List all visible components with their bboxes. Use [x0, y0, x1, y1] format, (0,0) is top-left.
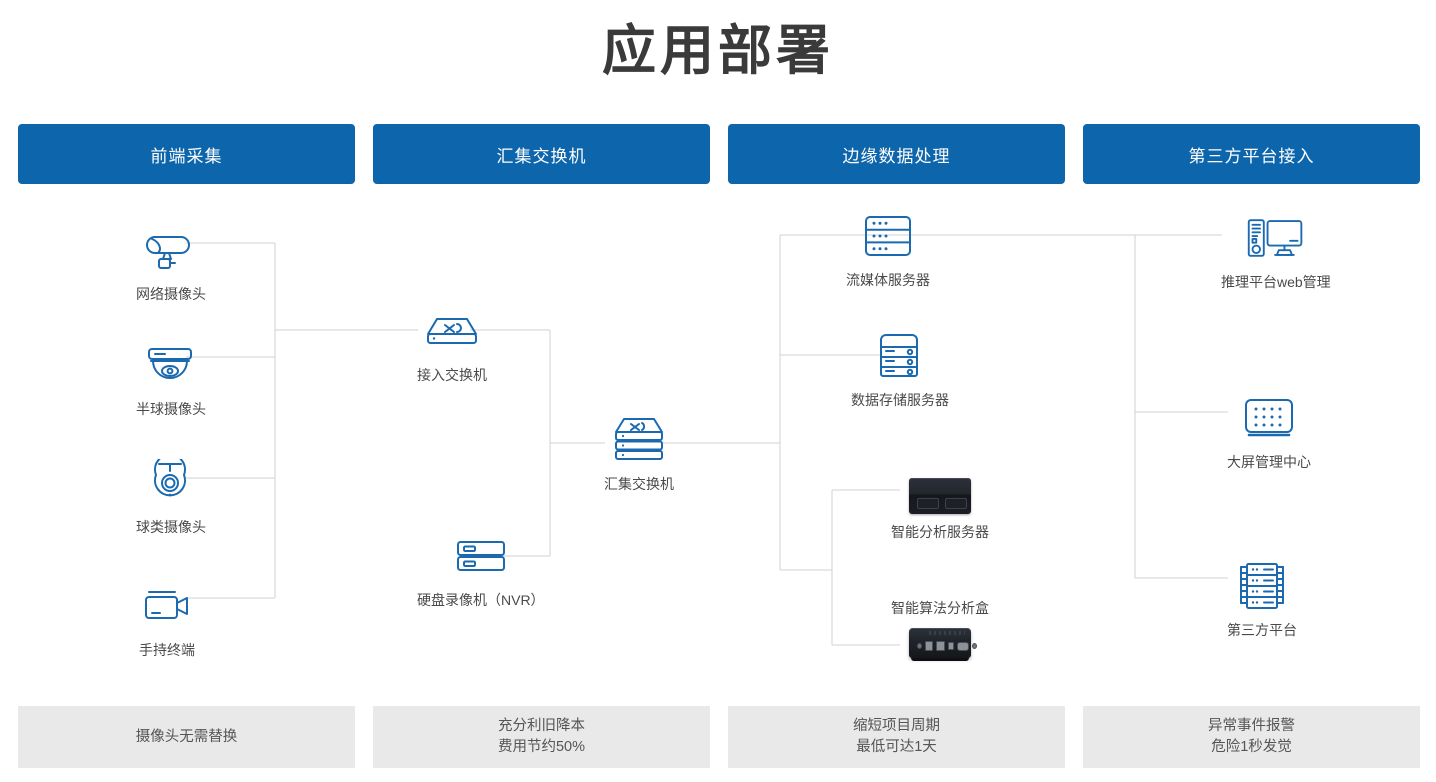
footer-line: 危险1秒发觉	[1211, 739, 1292, 755]
node-label: 手持终端	[139, 642, 195, 658]
ai-analysis-box-photo	[909, 624, 977, 662]
ai-rack-server-photo	[909, 476, 971, 516]
node-label: 硬盘录像机（NVR）	[417, 592, 545, 608]
ptz-camera-icon	[140, 455, 202, 511]
column-header-edge-data-processing[interactable]: 边缘数据处理	[728, 124, 1065, 184]
footer-line: 异常事件报警	[1208, 718, 1295, 734]
node-network-camera[interactable]: 网络摄像头	[136, 222, 206, 304]
node-ai-algorithm-box[interactable]: 智能算法分析盒	[891, 598, 989, 662]
node-ptz-camera[interactable]: 球类摄像头	[136, 455, 206, 537]
footer-line: 缩短项目周期	[853, 718, 940, 734]
node-dome-camera[interactable]: 半球摄像头	[136, 337, 206, 419]
footer-benefit-aggregation-switch: 充分利旧降本 费用节约50%	[373, 706, 710, 768]
node-third-party-platform[interactable]: 第三方平台	[1227, 558, 1297, 640]
column-header-aggregation-switch[interactable]: 汇集交换机	[373, 124, 710, 184]
node-label: 流媒体服务器	[846, 272, 930, 288]
footer-benefit-edge-data-processing: 缩短项目周期 最低可达1天	[728, 706, 1065, 768]
storage-server-icon	[869, 328, 931, 384]
bullet-camera-icon	[140, 222, 202, 278]
footer-benefit-third-party-platform: 异常事件报警 危险1秒发觉	[1083, 706, 1420, 768]
node-label: 第三方平台	[1227, 622, 1297, 638]
workstation-monitor-icon	[1245, 210, 1307, 266]
dome-camera-icon	[140, 337, 202, 393]
column-header-front-end-collection[interactable]: 前端采集	[18, 124, 355, 184]
nvr-icon	[450, 528, 512, 584]
footer-line: 充分利旧降本	[498, 718, 585, 734]
handheld-camcorder-icon	[136, 578, 198, 634]
node-label: 智能分析服务器	[891, 524, 989, 540]
node-label: 数据存储服务器	[851, 392, 949, 408]
node-large-screen-control-center[interactable]: 大屏管理中心	[1227, 390, 1311, 472]
node-label: 接入交换机	[417, 367, 487, 383]
node-streaming-server[interactable]: 流媒体服务器	[846, 208, 930, 290]
node-label: 球类摄像头	[136, 519, 206, 535]
page-title: 应用部署	[602, 21, 834, 81]
node-access-switch[interactable]: 接入交换机	[417, 303, 487, 385]
streaming-server-icon	[857, 208, 919, 264]
aggregation-switch-icon	[608, 412, 670, 468]
node-label: 网络摄像头	[136, 286, 206, 302]
node-inference-platform-web-admin[interactable]: 推理平台web管理	[1221, 210, 1331, 292]
node-ai-analysis-server[interactable]: 智能分析服务器	[891, 476, 989, 542]
led-wall-icon	[1238, 390, 1300, 446]
node-handheld-terminal[interactable]: 手持终端	[136, 578, 198, 660]
access-switch-icon	[421, 303, 483, 359]
footer-line: 摄像头无需替换	[135, 728, 238, 745]
node-label: 智能算法分析盒	[891, 600, 989, 616]
node-label: 汇集交换机	[604, 476, 674, 492]
footer-line: 费用节约50%	[497, 739, 586, 755]
node-label: 半球摄像头	[136, 401, 206, 417]
node-storage-server[interactable]: 数据存储服务器	[851, 328, 949, 410]
node-label: 推理平台web管理	[1221, 274, 1331, 290]
footer-benefit-front-end-collection: 摄像头无需替换	[18, 706, 355, 768]
node-nvr[interactable]: 硬盘录像机（NVR）	[417, 528, 545, 610]
footer-line: 最低可达1天	[856, 739, 937, 755]
node-aggregation-switch[interactable]: 汇集交换机	[604, 412, 674, 494]
node-label: 大屏管理中心	[1227, 454, 1311, 470]
server-rack-icon	[1231, 558, 1293, 614]
column-header-third-party-platform-access[interactable]: 第三方平台接入	[1083, 124, 1420, 184]
